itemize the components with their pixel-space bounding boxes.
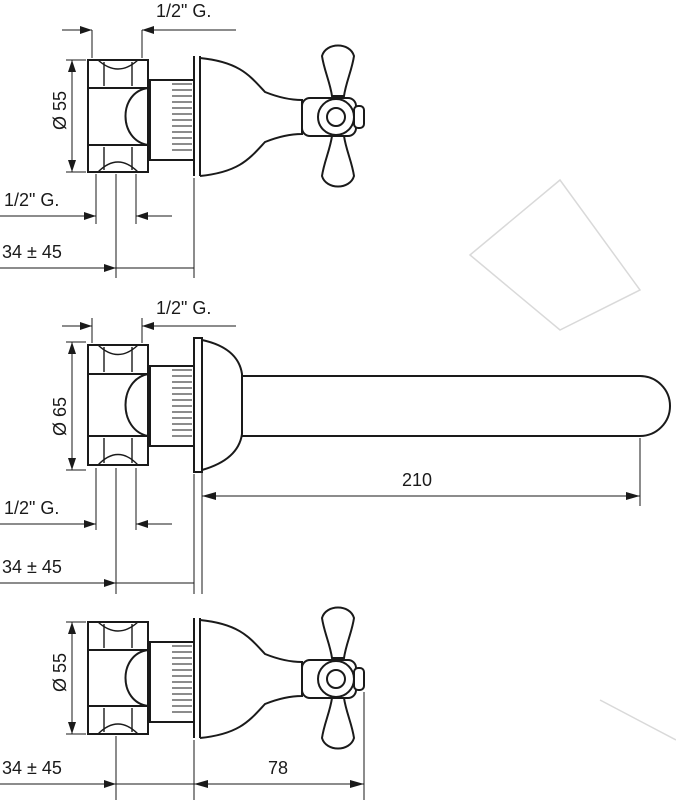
spout — [242, 375, 671, 437]
thread-top-label: 1/2" G. — [156, 1, 211, 21]
spout-flange — [201, 339, 243, 471]
valve-housing — [199, 57, 303, 177]
watermark — [468, 178, 676, 741]
handle-offset-label: 78 — [268, 758, 288, 778]
top-nut — [87, 59, 149, 89]
depth-label: 34 ± 45 — [2, 242, 62, 262]
cross-handle — [301, 44, 365, 188]
valve-view-middle: 1/2" G. Ø 65 210 1/2" G. 34 ± 45 — [0, 298, 671, 594]
top-nut — [87, 621, 149, 651]
thread-bottom-label: 1/2" G. — [4, 190, 59, 210]
depth-label: 34 ± 45 — [2, 557, 62, 577]
cross-handle — [301, 606, 365, 750]
bottom-nut — [87, 144, 149, 173]
diameter-label: Ø 55 — [50, 91, 70, 130]
bottom-nut — [87, 435, 149, 466]
valve-view-bottom: Ø 55 34 ± 45 78 — [0, 606, 365, 800]
depth-label: 34 ± 45 — [2, 758, 62, 778]
top-nut — [87, 344, 149, 375]
thread-top-label: 1/2" G. — [156, 298, 211, 318]
thread-bottom-label: 1/2" G. — [4, 498, 59, 518]
diameter-label: Ø 65 — [50, 397, 70, 436]
diameter-label: Ø 55 — [50, 653, 70, 692]
valve-view-top: 1/2" G. Ø 55 1/2" G. 34 ± 45 — [0, 1, 365, 278]
valve-housing — [199, 619, 303, 739]
bottom-nut — [87, 705, 149, 735]
spout-length-label: 210 — [402, 470, 432, 490]
